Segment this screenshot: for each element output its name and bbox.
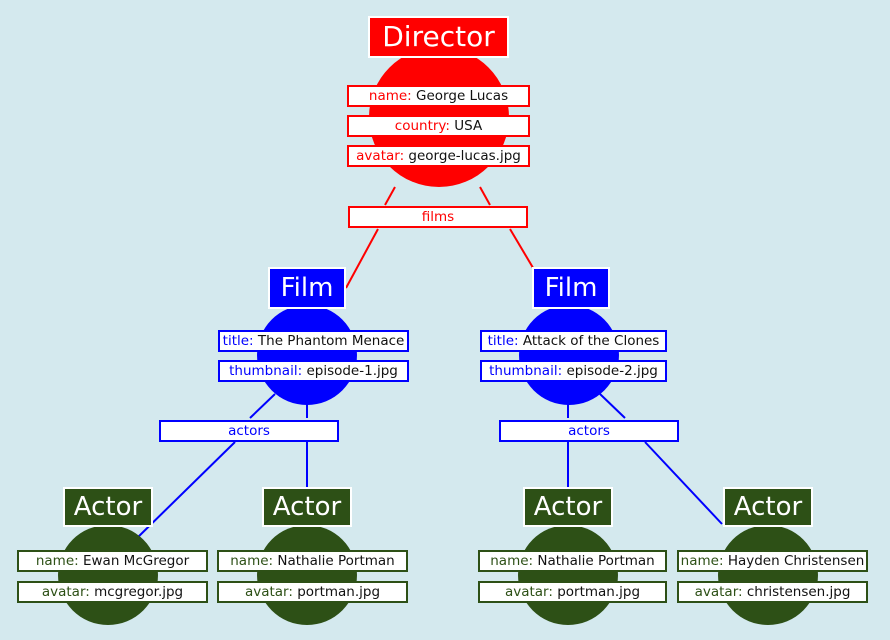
field-value: Hayden Christensen [727,553,865,569]
film-field-thumbnail: thumbnail: episode-1.jpg [218,360,409,382]
field-value: USA [454,118,483,134]
actor-title: Actor [63,487,153,527]
actor-title: Actor [262,487,352,527]
relation-label: actors [568,423,610,439]
field-key: country: [394,118,450,134]
field-value: episode-2.jpg [566,363,658,379]
field-key: avatar: [694,584,743,600]
field-key: avatar: [244,584,293,600]
film-field-title: title: Attack of the Clones [480,330,667,352]
edge-director-film-1 [345,228,379,289]
actor-field-name: name: Nathalie Portman [478,550,667,572]
field-value: Nathalie Portman [277,553,395,569]
actor-circle [718,525,818,625]
field-key: title: [487,333,519,349]
field-key: name: [35,553,79,569]
field-value: george-lucas.jpg [408,148,521,164]
field-value: Ewan McGregor [82,553,190,569]
actor-field-avatar: avatar: mcgregor.jpg [17,581,208,603]
actor-circle [518,525,618,625]
edge-director-film-1-top [384,186,396,206]
field-value: christensen.jpg [746,584,851,600]
director-field-avatar: avatar: george-lucas.jpg [347,145,530,167]
actor-field-name: name: Hayden Christensen [677,550,868,572]
field-key: name: [490,553,534,569]
actor-title: Actor [523,487,613,527]
field-key: avatar: [504,584,553,600]
field-value: George Lucas [416,88,509,104]
film-title: Film [532,267,610,309]
actor-field-name: name: Ewan McGregor [17,550,208,572]
field-value: portman.jpg [557,584,641,600]
director-relation-films: films [348,206,528,228]
relation-label: films [421,209,455,225]
field-key: avatar: [41,584,90,600]
relation-label: actors [228,423,270,439]
field-key: name: [230,553,274,569]
field-key: title: [222,333,254,349]
field-value: mcgregor.jpg [94,584,184,600]
edge-film1-actor-1-top [249,393,276,419]
field-value: episode-1.jpg [306,363,398,379]
film-relation-actors: actors [499,420,679,442]
field-key: thumbnail: [489,363,563,379]
field-key: avatar: [356,148,405,164]
actor-circle [257,525,357,625]
film-field-thumbnail: thumbnail: episode-2.jpg [480,360,667,382]
actor-field-avatar: avatar: portman.jpg [217,581,408,603]
film-circle [519,305,619,405]
edge-film2-actor-2-top [599,393,626,419]
director-field-name: name: George Lucas [347,85,530,107]
field-key: name: [680,553,724,569]
field-value: portman.jpg [297,584,381,600]
film-relation-actors: actors [159,420,339,442]
actor-circle [58,525,158,625]
actor-field-avatar: avatar: portman.jpg [478,581,667,603]
edge-director-film-2-top [479,186,491,206]
director-field-country: country: USA [347,115,530,137]
film-title: Film [268,267,346,309]
film-field-title: title: The Phantom Menace [218,330,409,352]
edge-film2-actor-2 [644,441,723,525]
actor-field-avatar: avatar: christensen.jpg [677,581,868,603]
field-key: name: [368,88,412,104]
field-value: The Phantom Menace [257,333,405,349]
field-key: thumbnail: [229,363,303,379]
actor-field-name: name: Nathalie Portman [217,550,408,572]
field-value: Attack of the Clones [522,333,660,349]
field-value: Nathalie Portman [537,553,655,569]
film-circle [257,305,357,405]
actor-title: Actor [723,487,813,527]
director-title: Director [368,16,509,58]
